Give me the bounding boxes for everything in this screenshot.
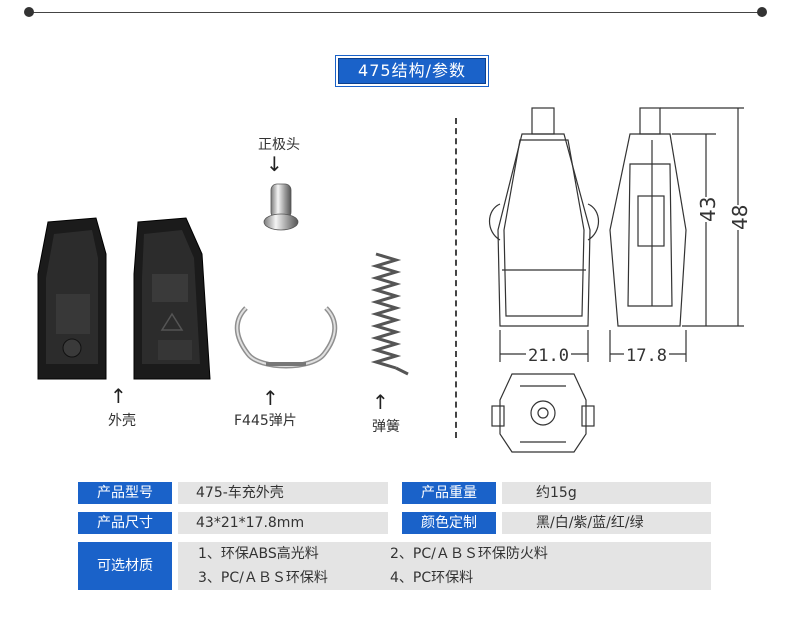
weight-label: 产品重量: [402, 482, 496, 504]
positive-cap-image: [263, 183, 299, 231]
shell-halves-image: [37, 217, 211, 380]
color-label: 颜色定制: [402, 512, 496, 534]
material-2: 2、PC/ＡＢＳ环保防火料: [390, 546, 548, 562]
color-value: 黑/白/紫/蓝/红/绿: [502, 512, 711, 534]
dim-height-outer: 48: [728, 204, 752, 230]
rule-dot-right: [757, 7, 767, 17]
technical-drawing: [488, 107, 744, 453]
material-label: 可选材质: [78, 542, 172, 590]
section-title: 475结构/参数: [338, 58, 486, 84]
cap-arrow: ↓: [266, 152, 283, 176]
material-list: 1、环保ABS高光料 2、PC/ＡＢＳ环保防火料 3、PC/ＡＢＳ环保料 4、P…: [178, 542, 711, 590]
spec-row-3: 可选材质 1、环保ABS高光料 2、PC/ＡＢＳ环保防火料 3、PC/ＡＢＳ环保…: [78, 542, 711, 590]
size-label: 产品尺寸: [78, 512, 172, 534]
spec-row-1: 产品型号 475-车充外壳 产品重量 约15g: [78, 482, 711, 504]
coil-spring-image: [370, 252, 409, 376]
shell-label: 外壳: [108, 413, 136, 429]
top-rule: [28, 12, 762, 13]
spring-clip-image: [234, 306, 338, 369]
size-value: 43*21*17.8mm: [178, 512, 388, 534]
material-3: 3、PC/ＡＢＳ环保料: [198, 570, 328, 586]
dim-height-inner: 43: [696, 196, 720, 222]
shell-arrow: ↑: [110, 384, 127, 408]
dim-depth: 17.8: [624, 346, 669, 366]
model-value: 475-车充外壳: [178, 482, 388, 504]
spec-row-2: 产品尺寸 43*21*17.8mm 颜色定制 黑/白/紫/蓝/红/绿: [78, 512, 711, 534]
dim-width: 21.0: [526, 346, 571, 366]
clip-label: F445弹片: [234, 413, 297, 429]
clip-arrow: ↑: [262, 386, 279, 410]
dashed-divider: [455, 118, 457, 438]
model-label: 产品型号: [78, 482, 172, 504]
spring-arrow: ↑: [372, 390, 389, 414]
material-4: 4、PC环保料: [390, 570, 474, 586]
weight-value: 约15g: [502, 482, 711, 504]
spring-label: 弹簧: [372, 419, 400, 435]
cap-label: 正极头: [258, 137, 300, 153]
material-1: 1、环保ABS高光料: [198, 546, 319, 562]
rule-dot-left: [24, 7, 34, 17]
